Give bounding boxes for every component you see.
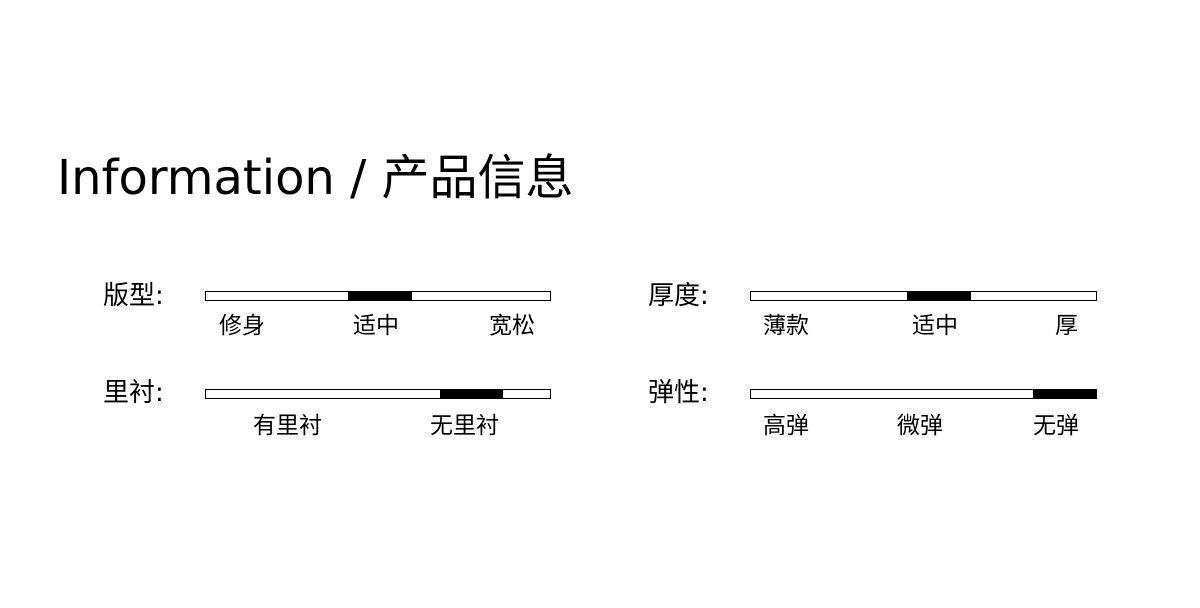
page-title: Information / 产品信息: [57, 150, 574, 206]
lining-scale-bar: [205, 389, 551, 399]
fit-scale-bar: [205, 291, 551, 301]
elasticity-scale-fill: [1032, 390, 1096, 398]
elasticity-option-none: 无弹: [1033, 413, 1079, 439]
fit-option-regular: 适中: [353, 313, 399, 339]
lining-option-lined: 有里衬: [253, 413, 322, 439]
lining-option-unlined: 无里衬: [430, 413, 499, 439]
fit-label: 版型:: [103, 281, 164, 311]
thickness-option-thin: 薄款: [763, 313, 809, 339]
elasticity-label: 弹性:: [648, 378, 709, 408]
thickness-scale-bar: [750, 291, 1097, 301]
fit-scale-fill: [348, 292, 412, 300]
elasticity-option-slight: 微弹: [897, 413, 943, 439]
lining-scale-fill: [439, 390, 504, 398]
thickness-scale-fill: [906, 292, 971, 300]
elasticity-scale-bar: [750, 389, 1097, 399]
thickness-option-thick: 厚: [1055, 313, 1078, 339]
lining-label: 里衬:: [103, 378, 164, 408]
elasticity-option-high: 高弹: [763, 413, 809, 439]
thickness-label: 厚度:: [648, 281, 709, 311]
thickness-option-regular: 适中: [912, 313, 958, 339]
fit-option-loose: 宽松: [489, 313, 535, 339]
fit-option-slim: 修身: [219, 313, 265, 339]
